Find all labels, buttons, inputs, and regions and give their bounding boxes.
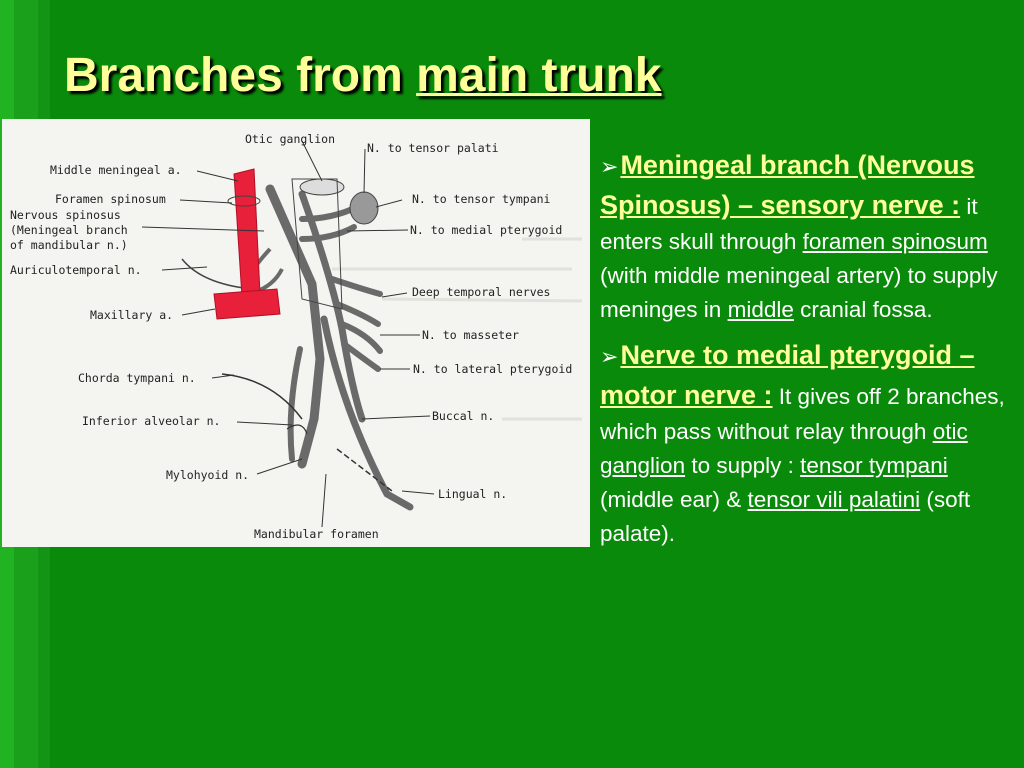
- label-mylohyoid: Mylohyoid n.: [166, 468, 249, 482]
- note-text: (with middle meningeal artery) to supply…: [600, 263, 998, 322]
- label-n-tensor-tympani: N. to tensor tympani: [412, 192, 551, 206]
- label-inferior-alveolar: Inferior alveolar n.: [82, 414, 220, 428]
- bullet-arrow-icon: ➢: [600, 154, 619, 179]
- note-link-foramen-spinosum: foramen spinosum: [802, 229, 988, 254]
- label-otic-ganglion: Otic ganglion: [245, 132, 335, 146]
- label-nervous-spinosus-2: (Meningeal branch: [10, 223, 128, 237]
- label-n-tensor-palati: N. to tensor palati: [367, 141, 499, 155]
- chorda-join-shape: [336, 448, 393, 492]
- label-n-medial-pterygoid: N. to medial pterygoid: [410, 223, 562, 237]
- label-nervous-spinosus-3: of mandibular n.): [10, 238, 128, 252]
- label-n-lateral-pterygoid: N. to lateral pterygoid: [413, 362, 572, 376]
- label-deep-temporal: Deep temporal nerves: [412, 285, 550, 299]
- inferior-alveolar-shape: [287, 346, 303, 462]
- maxillary-artery-shape: [213, 288, 281, 320]
- label-nervous-spinosus-1: Nervous spinosus: [10, 208, 121, 222]
- label-foramen-spinosum: Foramen spinosum: [55, 192, 166, 206]
- label-lingual: Lingual n.: [438, 487, 507, 501]
- motor-branches: [299, 204, 383, 372]
- note-text: It gives off 2 branches, which pass with…: [600, 384, 1005, 444]
- mylohyoid-loop-shape: [286, 424, 308, 435]
- slide-title: Branches from main trunk: [64, 48, 661, 103]
- foramen-spinosum-shape: [227, 195, 261, 207]
- note-text: it enters skull through: [600, 194, 978, 254]
- otic-ganglion-shape: [349, 191, 379, 225]
- label-buccal: Buccal n.: [432, 409, 494, 423]
- label-chorda-tympani: Chorda tympani n.: [78, 371, 196, 385]
- leader-lines: [141, 140, 435, 528]
- trunk-outline-shape: [291, 178, 343, 310]
- middle-meningeal-artery-shape: [233, 168, 261, 298]
- label-middle-meningeal: Middle meningeal a.: [50, 163, 182, 177]
- note-link-otic-ganglion: otic ganglion: [600, 419, 968, 478]
- label-mandibular-foramen: Mandibular foramen: [254, 527, 379, 541]
- note-link-tensor-tympani: tensor tympani: [800, 453, 948, 478]
- diagram-svg: Otic ganglion N. to tensor palati Middle…: [10, 132, 583, 541]
- note-text: cranial fossa.: [793, 297, 933, 322]
- note-link-tensor-vili-palatini: tensor vili palatini: [747, 487, 921, 512]
- note-medial-pterygoid: ➢Nerve to medial pterygoid –motor nerve …: [600, 335, 1016, 551]
- scan-texture: [332, 237, 583, 421]
- anatomy-diagram: Otic ganglion N. to tensor palati Middle…: [2, 119, 590, 547]
- lingual-nerve-shape: [320, 315, 414, 511]
- note-link-middle: middle: [727, 297, 794, 322]
- label-maxillary: Maxillary a.: [90, 308, 173, 322]
- note-meningeal-branch: ➢Meningeal branch (Nervous Spinosus) – s…: [600, 145, 1016, 327]
- notes-panel: ➢Meningeal branch (Nervous Spinosus) – s…: [600, 145, 1016, 559]
- label-auriculotemporal: Auriculotemporal n.: [10, 263, 142, 277]
- note-heading: Nerve to medial pterygoid –motor nerve :: [600, 340, 975, 410]
- note-text: (soft palate).: [600, 487, 971, 546]
- label-n-masseter: N. to masseter: [422, 328, 519, 342]
- note-text: to supply :: [685, 453, 801, 478]
- bullet-arrow-icon: ➢: [600, 344, 619, 369]
- title-lead: Branches from: [64, 49, 417, 102]
- title-emphasis: main trunk: [416, 49, 662, 102]
- note-text: (middle ear) &: [600, 487, 748, 512]
- note-heading: Meningeal branch (Nervous Spinosus) – se…: [600, 150, 975, 220]
